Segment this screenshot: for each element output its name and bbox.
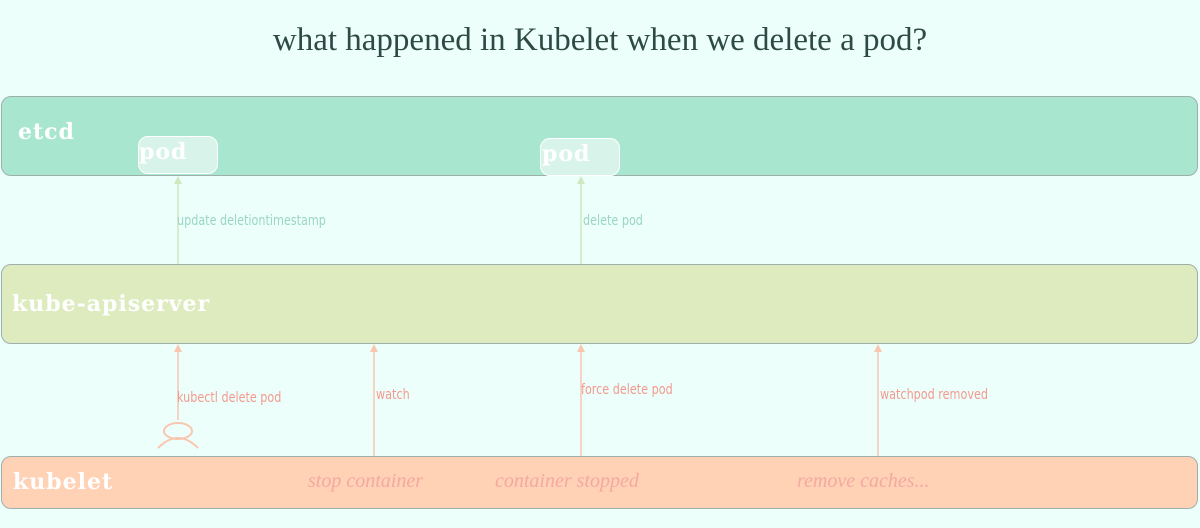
etcd-pod-label-1: pod (139, 139, 188, 165)
message-update-deletiontimestamp: update deletiontimestamp (177, 213, 326, 229)
arrowhead-watch (370, 344, 378, 352)
kubelet-step-container-stopped: container stopped (495, 470, 639, 492)
kubelet-step-remove-caches: remove caches... (797, 470, 930, 492)
etcd-pod-box-2 (540, 138, 620, 176)
apiserver-lane (1, 264, 1198, 344)
arrowhead-delete-pod (577, 176, 585, 184)
message-watchpod-removed: watchpod removed (880, 387, 988, 403)
arrowhead-force-delete (577, 344, 585, 352)
message-kubectl-delete-pod: kubectl delete pod (177, 390, 282, 406)
message-watch: watch (376, 387, 410, 403)
apiserver-lane-label: kube-apiserver (12, 291, 211, 317)
etcd-pod-label-2: pod (542, 141, 591, 167)
kubelet-lane-label: kubelet (13, 469, 114, 495)
message-force-delete-pod: force delete pod (581, 382, 673, 398)
arrowhead-kubectl-delete (174, 344, 182, 352)
etcd-pod-box-1 (138, 136, 218, 174)
message-delete-pod: delete pod (583, 213, 643, 229)
user-icon (157, 422, 199, 449)
kubelet-step-stop-container: stop container (308, 470, 423, 492)
arrowhead-update-deletion (174, 176, 182, 184)
page-title: what happened in Kubelet when we delete … (272, 22, 928, 58)
kubelet-lane (1, 456, 1198, 509)
etcd-lane-label: etcd (18, 119, 75, 145)
arrowhead-watchpod-removed (874, 344, 882, 352)
